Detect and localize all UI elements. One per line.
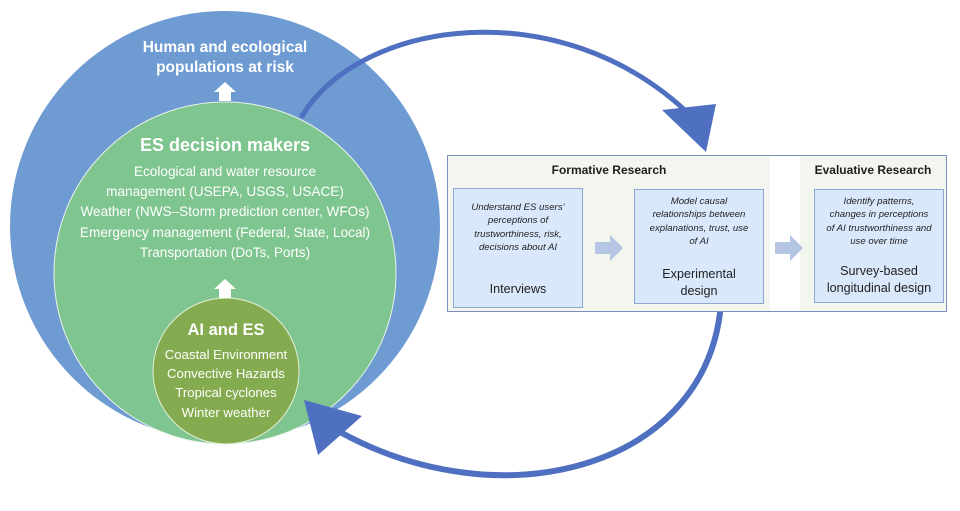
desc-line: trustworthiness, risk, [474, 228, 562, 240]
desc-line: of AI trustworthiness and [826, 222, 932, 234]
method-line: Experimental [662, 267, 736, 281]
survey-longitudinal-box: Identify patterns, changes in perception… [814, 189, 944, 303]
desc-line: relationships between [652, 209, 746, 221]
method-line: Interviews [489, 281, 547, 296]
right-arrow-icon [775, 235, 803, 261]
method-line: Survey-based [840, 264, 918, 278]
desc-line: of AI [689, 236, 709, 248]
curved-arrow-icon [337, 310, 723, 479]
olive-circle-title: AI and ES [187, 321, 265, 339]
method-line: longitudinal design [826, 280, 932, 295]
decision-maker-item: Emergency management (Federal, State, Lo… [79, 224, 371, 240]
decision-makers-list: Ecological and water resource management… [50, 162, 400, 263]
method-line: design [680, 283, 718, 298]
outer-circle-title: Human and ecological populations at risk [75, 38, 375, 78]
desc-line: Understand ES users’ [471, 202, 565, 213]
up-arrow-icon [214, 279, 236, 298]
box-description: Model causal relationships between expla… [635, 195, 763, 249]
desc-line: changes in perceptions [829, 209, 929, 221]
curved-arrow-icon [299, 29, 693, 119]
right-arrow-icon [595, 235, 623, 261]
desc-line: decisions about AI [478, 242, 558, 254]
desc-line: use over time [850, 236, 908, 248]
up-arrow-icon [214, 82, 236, 101]
experimental-design-box: Model causal relationships between expla… [634, 189, 764, 304]
decision-maker-item: Ecological and water resource [133, 164, 317, 179]
ai-es-topic: Convective Hazards [166, 366, 285, 382]
box-method: Experimental design [635, 266, 763, 299]
ai-es-topics-list: Coastal Environment Convective Hazards T… [150, 345, 302, 422]
evaluative-research-title: Evaluative Research [814, 163, 932, 177]
decision-maker-item: management (USEPA, USGS, USACE) [106, 184, 344, 200]
interviews-box: Understand ES users’ perceptions of trus… [453, 188, 583, 308]
formative-research-title: Formative Research [551, 163, 667, 177]
desc-line: perceptions of [487, 215, 549, 227]
decision-maker-item: Weather (NWS–Storm prediction center, WF… [80, 204, 370, 220]
research-panel: Formative Research Evaluative Research U… [447, 155, 947, 312]
outer-title-line: populations at risk [156, 59, 294, 76]
desc-line: explanations, trust, use [649, 222, 749, 234]
box-method: Survey-based longitudinal design [815, 263, 943, 296]
outer-title-line: Human and ecological [142, 39, 308, 56]
box-description: Identify patterns, changes in perception… [815, 195, 943, 249]
box-method: Interviews [454, 281, 582, 298]
ai-es-topic: Tropical cyclones [175, 385, 277, 401]
curved-arrow-head-icon [304, 400, 362, 455]
ai-es-topic: Coastal Environment [164, 347, 288, 362]
curved-arrow-head-icon [662, 104, 716, 152]
green-circle-title: ES decision makers [139, 135, 311, 155]
desc-line: Model causal [670, 196, 728, 207]
box-description: Understand ES users’ perceptions of trus… [454, 201, 582, 255]
desc-line: Identify patterns, [843, 196, 915, 207]
decision-maker-item: Transportation (DoTs, Ports) [139, 244, 311, 260]
ai-es-topic: Winter weather [181, 404, 271, 420]
